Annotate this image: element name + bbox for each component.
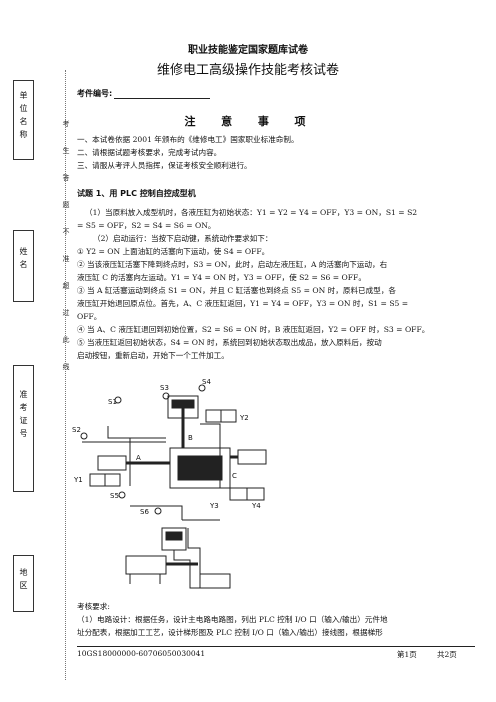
question-paragraph: ② 当该液压缸活塞下降到终点时，S3 = ON，此时，启动左液压缸，A 的活塞向…	[77, 260, 388, 269]
notice-item: 三、请服从考评人员指挥，保证考核安全顺利进行。	[77, 161, 252, 170]
question-body: （1）当原料放入成型机时，各液压缸为初始状态：Y1 = Y2 = Y4 = OF…	[77, 206, 477, 362]
sidebar-name-label: 姓名	[19, 247, 28, 273]
requirement-line: （1）电路设计：根据任务，设计主电路电路图，列出 PLC 控制 I/O 口（输入…	[77, 615, 388, 624]
label-Y2: Y2	[239, 414, 249, 422]
label-A: A	[136, 454, 141, 462]
question-paragraph: ① Y2 = ON 上面油缸的活塞向下运动，使 S4 = OFF。	[77, 247, 270, 256]
label-S4: S4	[202, 378, 211, 386]
label-S3: S3	[160, 384, 169, 392]
question-paragraph: 启动按钮，重新启动，开始下一个工件加工。	[77, 351, 229, 360]
question-paragraph: = S5 = OFF，S2 = S4 = S6 = ON。	[77, 221, 216, 230]
requirement-line: 址分配表，根据加工工艺，设计梯形图及 PLC 控制 I/O 口（输入/输出）接线…	[77, 628, 383, 637]
label-S6: S6	[140, 508, 149, 516]
label-Y4: Y4	[251, 502, 261, 510]
binding-line	[65, 70, 66, 680]
sidebar-id-label: 准考证号	[19, 390, 28, 442]
question-paragraph: ③ 当 A 缸活塞运动到终点 S1 = ON，并且 C 缸活塞也到终点 S5 =…	[77, 286, 397, 295]
sidebar-id-box: 准考证号	[13, 365, 34, 492]
label-Y3: Y3	[209, 502, 219, 510]
question-paragraph: ⑤ 当液压缸返回初始状态，S4 = ON 时，系统回到初始状态取出成品，放入原料…	[77, 338, 382, 347]
label-B: B	[188, 434, 193, 442]
header-title: 职业技能鉴定国家题库试卷	[188, 45, 308, 56]
question-paragraph: ④ 当 A、C 液压缸退回到初始位置，S2 = S6 = ON 时，B 液压缸返…	[77, 325, 430, 334]
exam-no-field[interactable]	[114, 98, 210, 99]
binding-line-text: 考生答题不准超过此线	[62, 120, 70, 390]
sidebar-region-box: 地区	[13, 555, 34, 612]
footer-total: 共2页	[437, 650, 457, 659]
requirements-label: 考核要求:	[77, 602, 110, 611]
sidebar-unit-label: 单位名称	[19, 91, 28, 143]
sidebar-name-box: 姓名	[13, 230, 34, 302]
question-paragraph: （2）启动运行：当按下启动键，系统动作要求如下：	[93, 234, 273, 243]
question-title: 试题 1、用 PLC 控制自控成型机	[77, 189, 196, 198]
label-S1: S1	[108, 398, 117, 406]
requirements: 考核要求: （1）电路设计：根据任务，设计主电路电路图，列出 PLC 控制 I/…	[77, 600, 477, 639]
exam-no-label: 考件编号:	[77, 89, 113, 98]
notice-item: 一、本试卷依据 2001 年颁布的《维修电工》国家职业标准命制。	[77, 135, 299, 144]
label-S2: S2	[72, 426, 81, 434]
footer-rule	[77, 646, 475, 647]
sidebar-unit-box: 单位名称	[13, 80, 34, 160]
header-subtitle: 维修电工高级操作技能考核试卷	[156, 63, 339, 78]
sidebar-region-label: 地区	[19, 568, 28, 594]
label-C: C	[232, 472, 237, 480]
question-paragraph: 液压缸 C 的活塞向左运动。Y1 = Y4 = ON 时，Y3 = OFF，使 …	[77, 273, 366, 282]
label-S5: S5	[110, 492, 119, 500]
label-Y1: Y1	[73, 476, 83, 484]
hydraulic-diagram: S1 S2 S3 S4 S5 S6 Y1 Y2 Y3 Y4 A B C	[72, 378, 267, 589]
question-paragraph: （1）当原料放入成型机时，各液压缸为初始状态：Y1 = Y2 = Y4 = OF…	[85, 208, 418, 217]
question-paragraph: OFF。	[77, 312, 102, 321]
footer-page: 第1页	[397, 650, 417, 659]
notice-list: 一、本试卷依据 2001 年颁布的《维修电工》国家职业标准命制。 二、请根据试题…	[77, 133, 477, 172]
question-paragraph: 液压缸开始退回原点位。首先，A、C 液压缸返回，Y1 = Y4 = OFF，Y3…	[77, 299, 409, 308]
notice-item: 二、请根据试题考核要求，完成考试内容。	[77, 148, 222, 157]
notice-heading: 注 意 事 项	[184, 115, 312, 128]
footer-code: 10GS18000000-60706050030041	[77, 649, 206, 658]
